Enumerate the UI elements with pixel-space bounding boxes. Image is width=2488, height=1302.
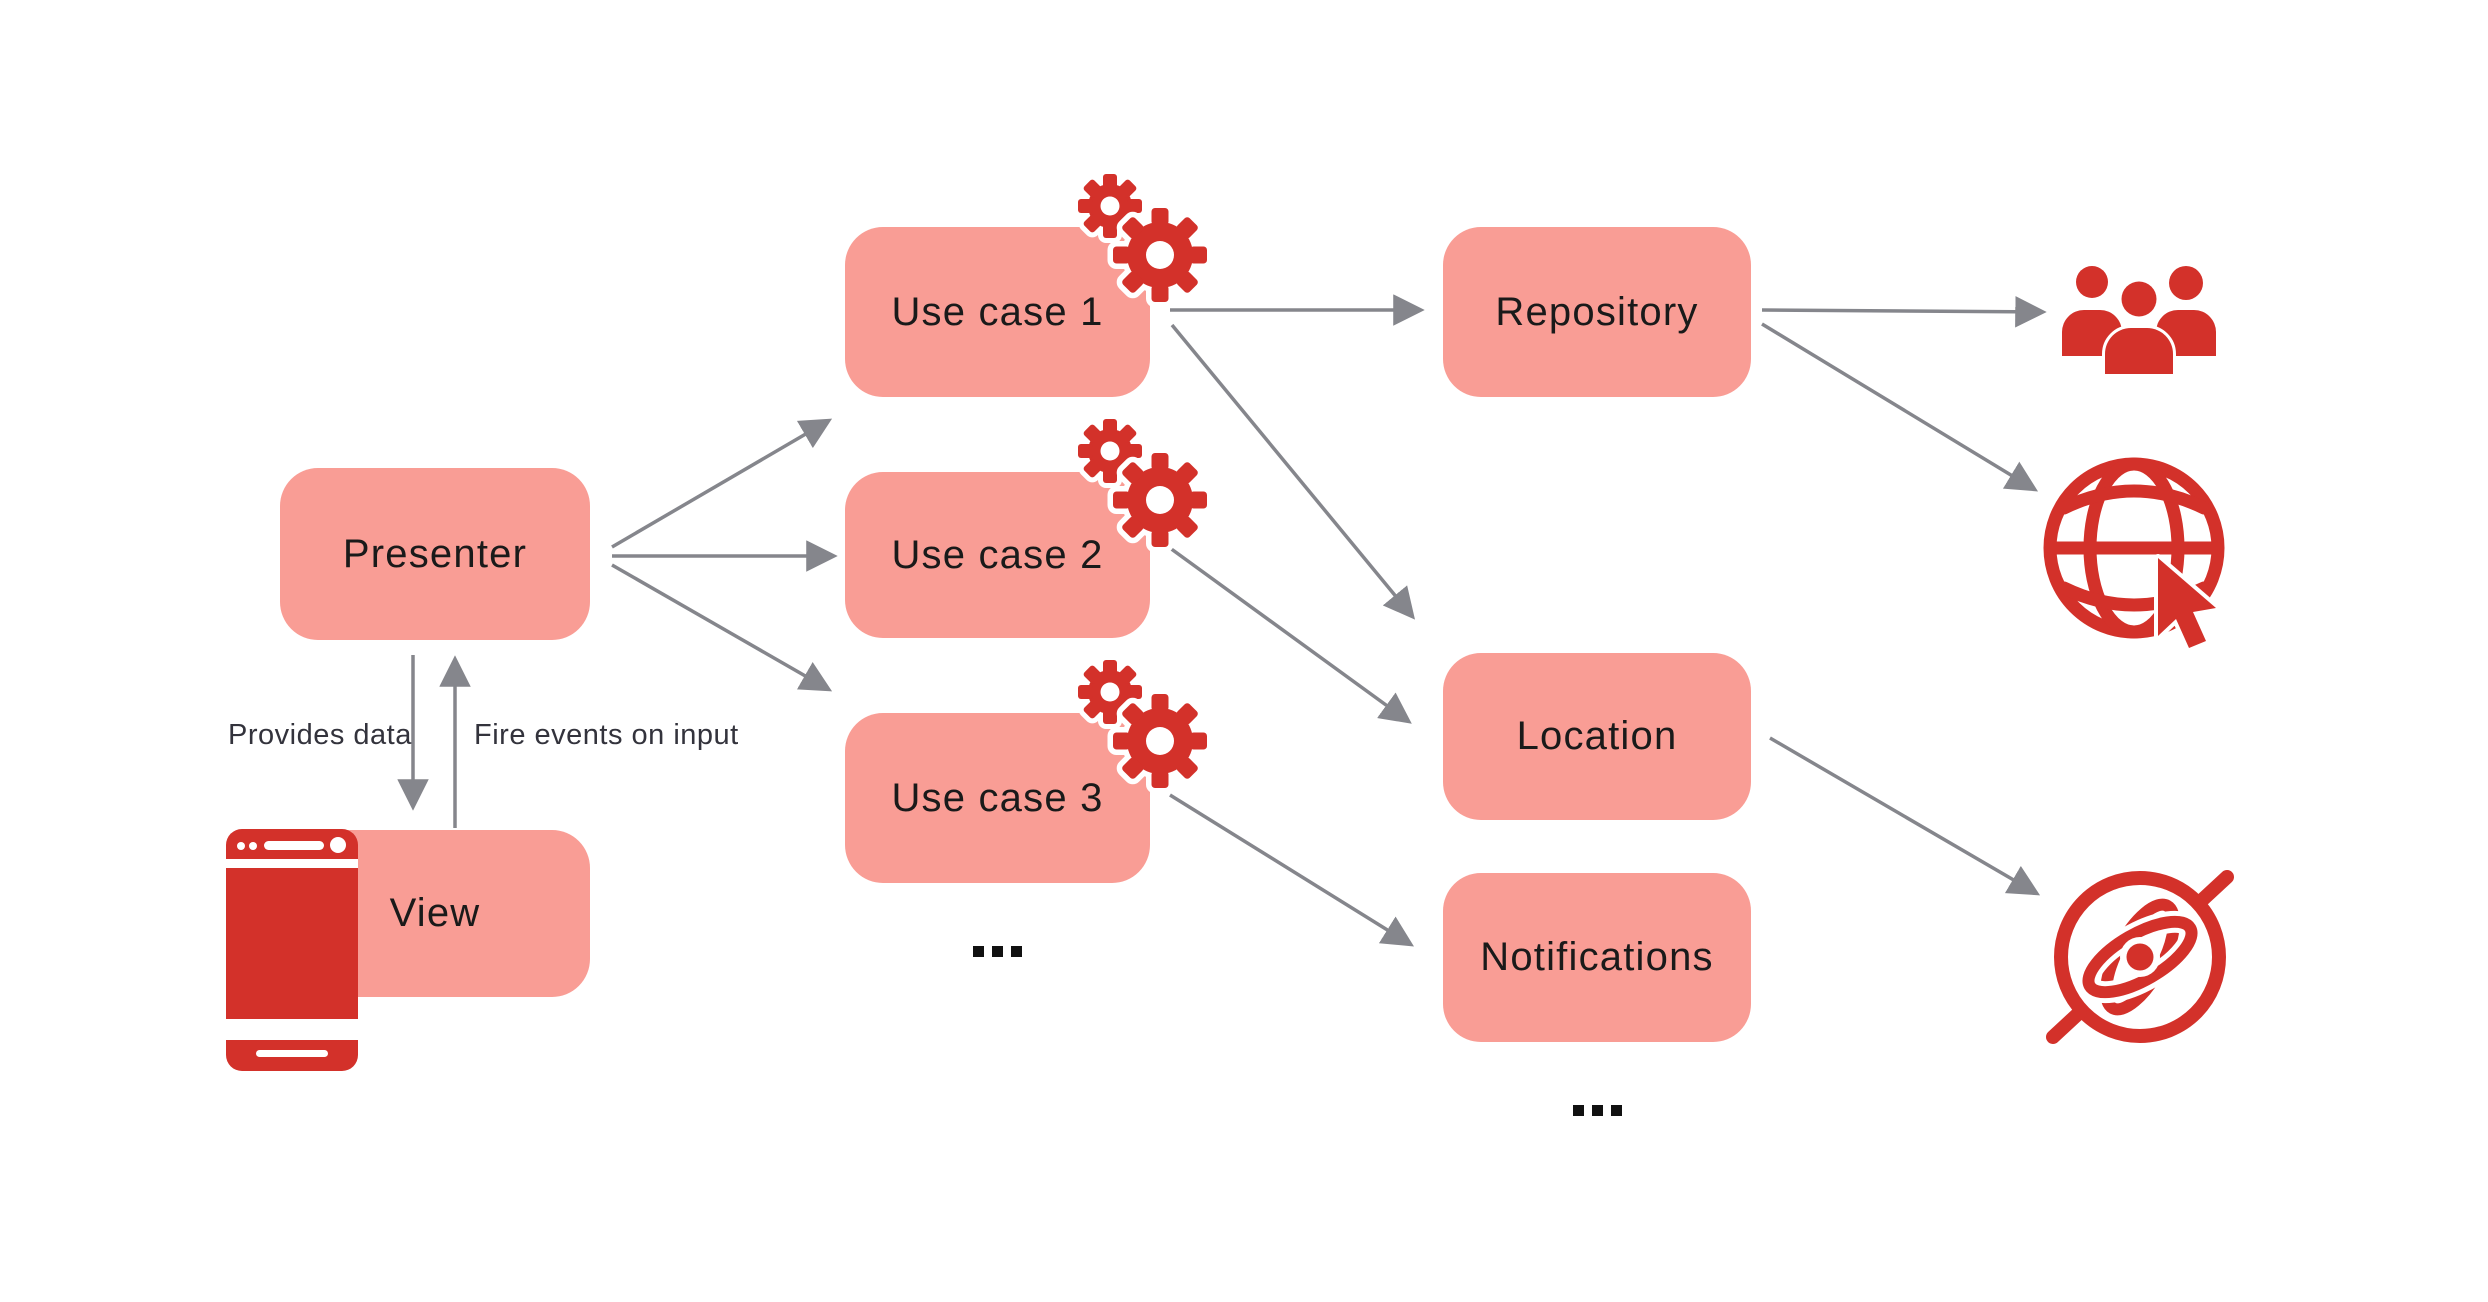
ellipsis-more-use-cases	[973, 946, 1022, 957]
globe-cursor-icon	[2043, 457, 2225, 652]
edge-presenter-use-case-3	[611, 563, 833, 692]
smartphone-icon	[226, 829, 358, 1071]
presenter-label: Presenter	[342, 531, 528, 576]
gears-icon	[1065, 651, 1225, 811]
ellipsis-dot	[992, 946, 1003, 957]
edge-location-sensor	[1769, 736, 2041, 896]
use-case-2-node: Use case 2	[845, 472, 1150, 638]
repository-label: Repository	[1495, 289, 1699, 334]
use-case-3-label: Use case 3	[891, 775, 1104, 820]
repository-node: Repository	[1443, 227, 1751, 397]
fire-events-label: Fire events on input	[474, 719, 739, 751]
presenter-node: Presenter	[280, 468, 590, 640]
cursor-arrow	[2154, 554, 2220, 652]
use-case-3-node: Use case 3	[845, 713, 1150, 883]
ellipsis-dot	[1573, 1105, 1584, 1116]
edge-use-case-2-location	[1168, 546, 1412, 724]
location-node: Location	[1443, 653, 1751, 820]
view-label: View	[389, 891, 481, 935]
use-case-1-node: Use case 1	[845, 227, 1150, 397]
ellipsis-dot	[1011, 946, 1022, 957]
provides-data-label: Provides data	[228, 719, 412, 751]
ellipsis-dot	[973, 946, 984, 957]
edge-use-case-1-location	[1170, 323, 1416, 620]
edge-use-case-3-notifications	[1169, 793, 1415, 947]
location-label: Location	[1516, 714, 1678, 758]
ellipsis-more-services	[1573, 1105, 1622, 1116]
notifications-label: Notifications	[1480, 935, 1714, 979]
edge-repository-web	[1761, 322, 2039, 492]
gears-icon	[1065, 410, 1225, 570]
gyroscope-icon	[2046, 870, 2234, 1044]
use-case-2-label: Use case 2	[891, 532, 1104, 577]
ellipsis-dot	[1592, 1105, 1603, 1116]
users-group-icon	[2062, 266, 2216, 377]
notifications-node: Notifications	[1443, 873, 1751, 1042]
edge-repository-users	[1761, 296, 2047, 328]
ellipsis-dot	[1611, 1105, 1622, 1116]
edge-presenter-use-case-1	[611, 418, 833, 549]
gears-icon	[1065, 165, 1225, 325]
use-case-1-label: Use case 1	[891, 289, 1104, 334]
